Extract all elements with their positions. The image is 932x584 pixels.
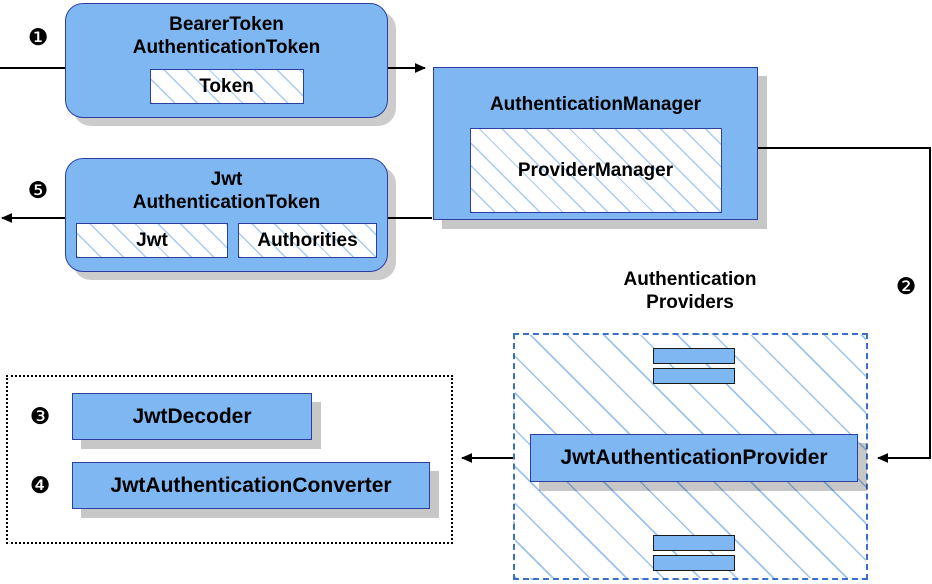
step-marker-1: ❶: [27, 25, 49, 51]
step-marker-2: ❷: [895, 274, 917, 300]
jwt-token-slot-authorities: Authorities: [238, 223, 377, 258]
bearer-token-title: BearerToken AuthenticationToken: [132, 14, 321, 58]
jwt-authentication-provider-label: JwtAuthenticationProvider: [560, 446, 828, 469]
jwt-authentication-converter-label: JwtAuthenticationConverter: [110, 473, 392, 497]
provider-stack-bar-top-1: [653, 348, 735, 364]
provider-stack-bar-top-2: [653, 368, 735, 384]
provider-manager-slot: ProviderManager: [469, 128, 722, 213]
jwt-token-slot-row: Jwt Authorities: [76, 223, 377, 258]
step-marker-4: ❹: [29, 473, 51, 499]
bearer-token-authentication-token-box[interactable]: BearerToken AuthenticationToken Token: [65, 3, 388, 118]
arrow-manager-to-provider: [758, 147, 931, 463]
step-marker-3: ❸: [29, 404, 51, 430]
authentication-manager-title: AuthenticationManager: [489, 94, 702, 115]
jwt-authentication-token-box[interactable]: Jwt AuthenticationToken Jwt Authorities: [65, 158, 388, 272]
bearer-token-slot: Token: [149, 69, 304, 104]
provider-stack-bar-bottom-2: [653, 555, 735, 571]
jwt-token-slot-jwt-label: Jwt: [136, 229, 168, 251]
jwt-token-title: Jwt AuthenticationToken: [132, 169, 321, 213]
authentication-manager-box[interactable]: AuthenticationManager ProviderManager: [433, 67, 758, 220]
bearer-token-slot-label: Token: [199, 75, 254, 97]
authentication-providers-label: Authentication Providers: [623, 269, 757, 313]
provider-manager-label: ProviderManager: [517, 159, 674, 181]
jwt-support-container: [6, 375, 453, 544]
step-marker-5: ❺: [27, 178, 49, 204]
jwt-token-slot-jwt: Jwt: [76, 223, 228, 258]
jwt-decoder-label: JwtDecoder: [132, 404, 252, 428]
jwt-authentication-provider-box[interactable]: JwtAuthenticationProvider: [530, 434, 858, 482]
jwt-decoder-box[interactable]: JwtDecoder: [72, 393, 312, 440]
jwt-token-slot-authorities-label: Authorities: [257, 229, 358, 251]
jwt-authentication-converter-box[interactable]: JwtAuthenticationConverter: [72, 462, 430, 509]
provider-stack-bar-bottom-1: [653, 535, 735, 551]
